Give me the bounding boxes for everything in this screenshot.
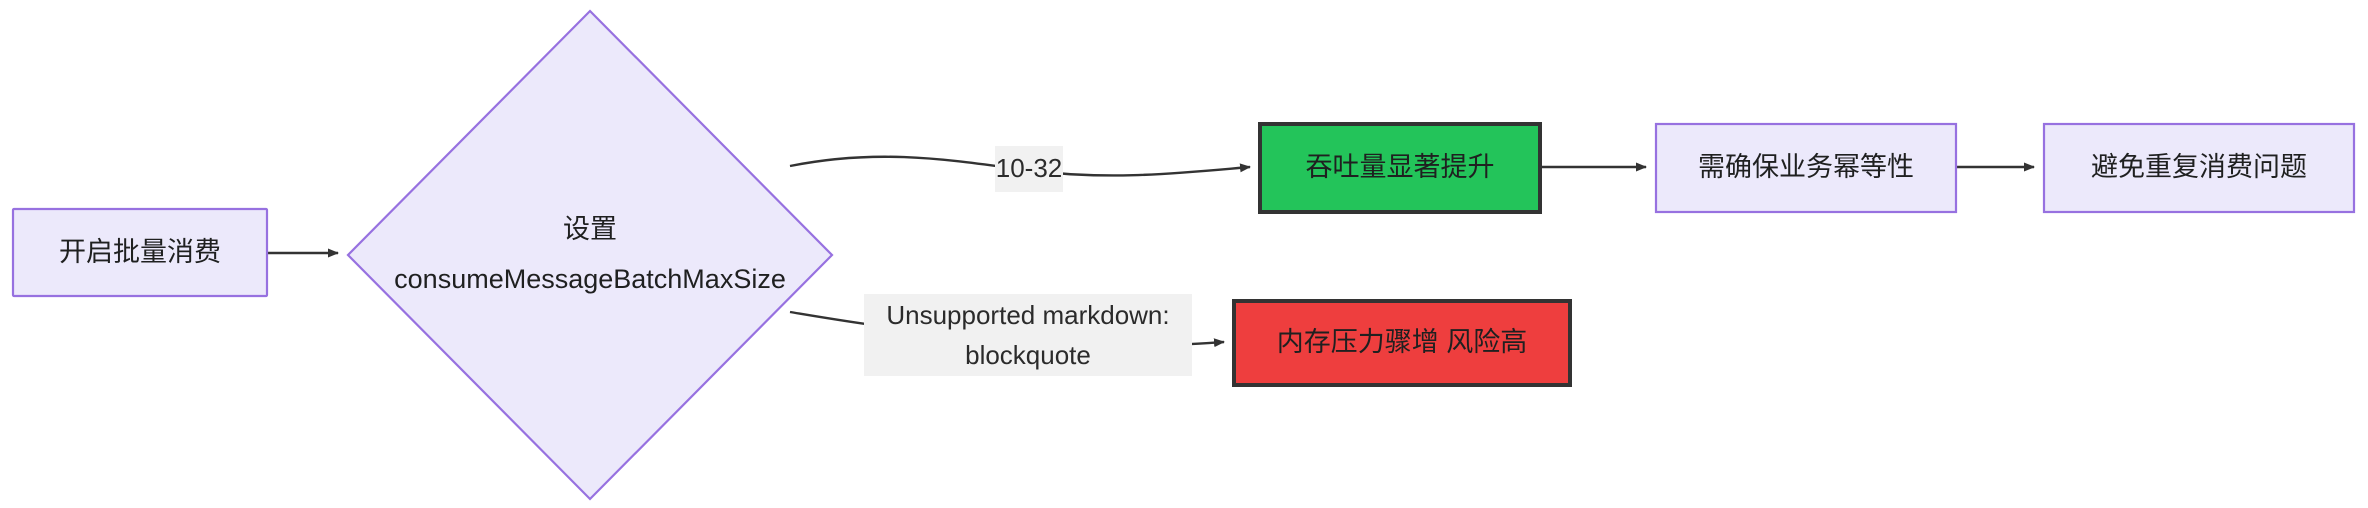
edge-label-branch-lower: Unsupported markdown: blockquote: [864, 294, 1192, 376]
node-start-label: 开启批量消费: [59, 237, 221, 267]
node-idempotent[interactable]: 需确保业务幂等性: [1654, 122, 1958, 214]
node-decision-label-line2: consumeMessageBatchMaxSize: [394, 264, 786, 294]
node-memory-risk-label: 内存压力骤增 风险高: [1277, 327, 1528, 357]
node-duplicate-label: 避免重复消费问题: [2091, 152, 2307, 182]
node-decision[interactable]: 设置 consumeMessageBatchMaxSize: [346, 9, 834, 501]
node-decision-label-line1: 设置: [563, 214, 617, 244]
edge-label-lower-line1: Unsupported markdown:: [886, 300, 1169, 330]
node-throughput-label: 吞吐量显著提升: [1306, 152, 1495, 182]
node-idempotent-label: 需确保业务幂等性: [1698, 152, 1914, 182]
node-duplicate[interactable]: 避免重复消费问题: [2042, 122, 2356, 214]
node-memory-risk-shape[interactable]: [1232, 299, 1572, 387]
edge-label-upper-text: 10-32: [996, 153, 1063, 183]
node-start-shape[interactable]: [11, 207, 269, 298]
node-throughput-shape[interactable]: [1258, 122, 1542, 214]
node-throughput[interactable]: 吞吐量显著提升: [1258, 122, 1542, 214]
edge-label-upper-bg: [995, 146, 1063, 192]
node-start[interactable]: 开启批量消费: [11, 207, 269, 298]
node-duplicate-shape[interactable]: [2042, 122, 2356, 214]
edge-label-branch-upper: 10-32: [995, 146, 1063, 192]
node-idempotent-shape[interactable]: [1654, 122, 1958, 214]
node-decision-shape[interactable]: [346, 9, 834, 501]
edge-label-lower-bg: [864, 294, 1192, 376]
edge-label-lower-line2: blockquote: [965, 340, 1091, 370]
node-memory-risk[interactable]: 内存压力骤增 风险高: [1232, 299, 1572, 387]
